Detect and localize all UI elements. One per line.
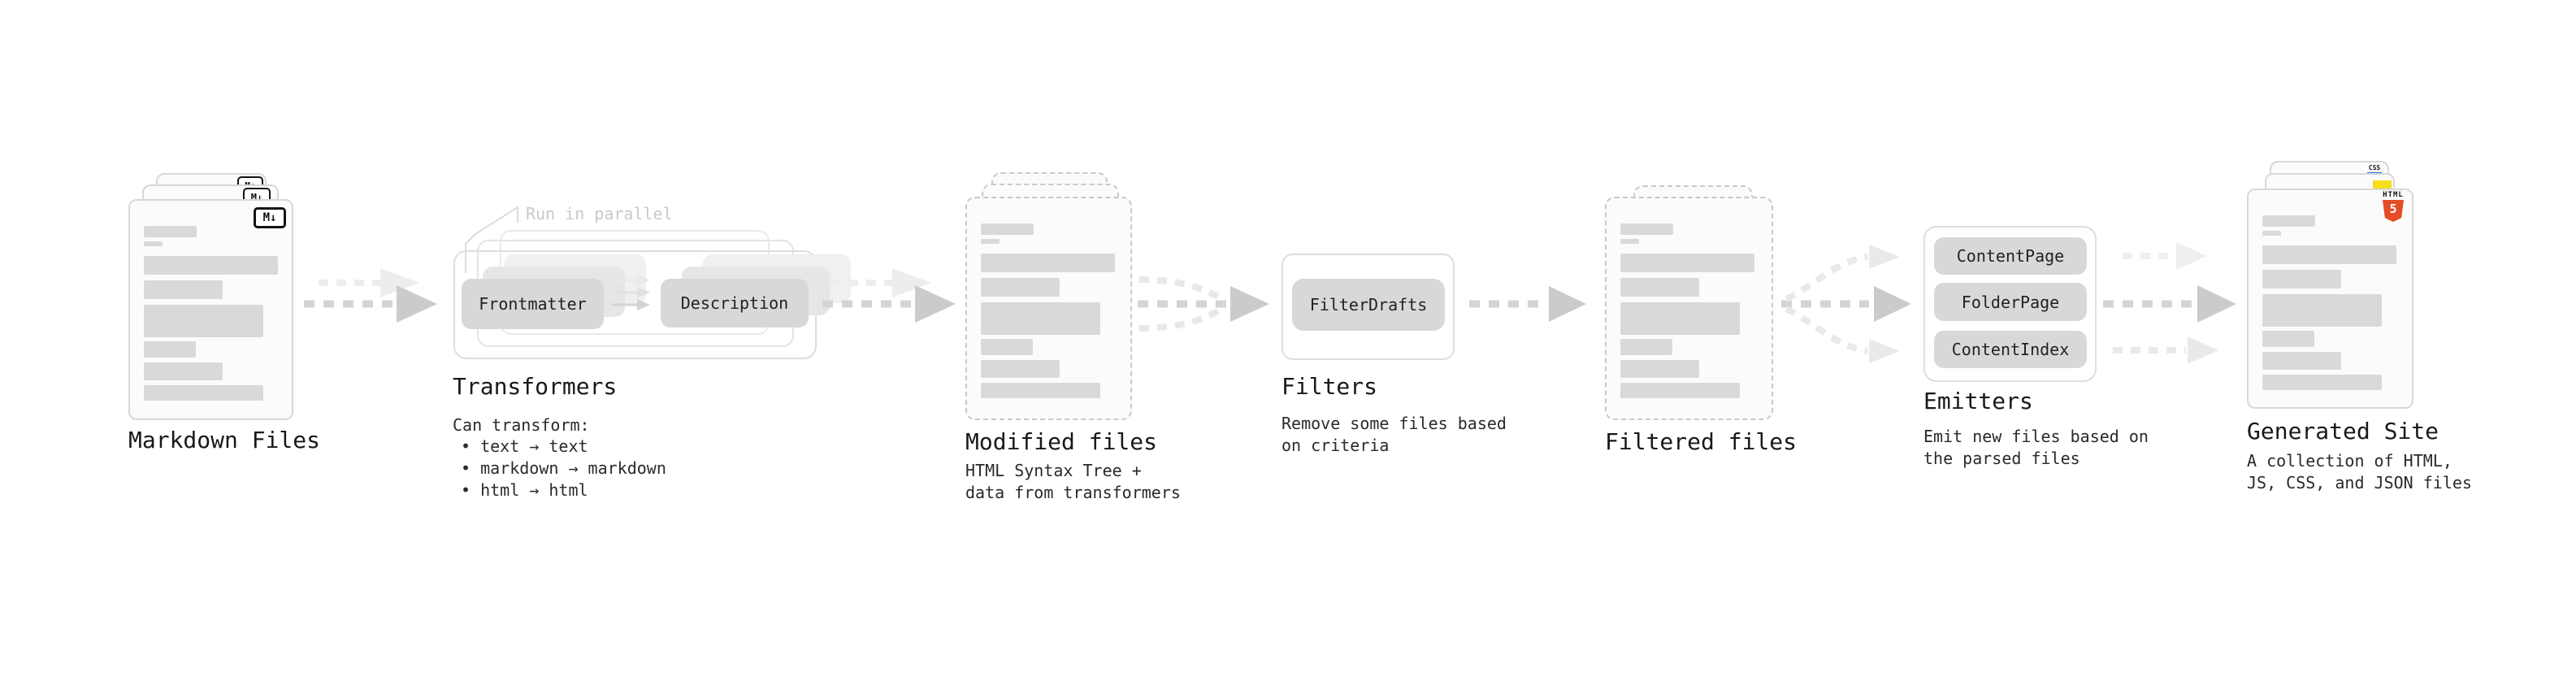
arrow-emitters-to-generated bbox=[2103, 242, 2236, 364]
modified-files-label: Modified files bbox=[965, 428, 1158, 455]
transformers-label: Transformers bbox=[453, 373, 618, 400]
generated-site-desc: A collection of HTML, JS, CSS, and JSON … bbox=[2247, 450, 2472, 494]
bullet-item: • html → html bbox=[461, 480, 588, 500]
content-placeholder-bar bbox=[1620, 360, 1699, 378]
content-placeholder-bar bbox=[144, 256, 278, 275]
modified-files-desc: HTML Syntax Tree + data from transformer… bbox=[965, 460, 1181, 504]
contentindex-box: ContentIndex bbox=[1934, 331, 2087, 368]
markdown-files-label: Markdown Files bbox=[128, 427, 321, 453]
content-placeholder-bar bbox=[981, 383, 1100, 398]
filtered-file-card bbox=[1605, 197, 1773, 420]
content-placeholder-bar bbox=[2262, 331, 2314, 347]
content-placeholder-bar bbox=[981, 239, 1000, 244]
content-placeholder-bar bbox=[1620, 339, 1672, 355]
generated-site-label: Generated Site bbox=[2247, 418, 2439, 445]
javascript-icon bbox=[2373, 180, 2392, 189]
arrow-filters-to-filtered bbox=[1469, 286, 1586, 322]
content-placeholder-bar bbox=[144, 305, 263, 337]
folderpage-box: FolderPage bbox=[1934, 283, 2087, 321]
html5-icon: HTML 5 bbox=[2381, 192, 2405, 222]
desc-line: Emit new files based on bbox=[1923, 427, 2149, 446]
emitters-container bbox=[1923, 226, 2097, 382]
content-placeholder-bar bbox=[2262, 215, 2315, 227]
filterdrafts-box: FilterDrafts bbox=[1292, 279, 1445, 331]
content-placeholder-bar bbox=[2262, 294, 2382, 327]
frontmatter-box: Frontmatter bbox=[462, 279, 604, 329]
transformers-desc-title: Can transform: bbox=[453, 415, 590, 435]
arrow-markdown-to-transformers bbox=[304, 268, 437, 323]
content-placeholder-bar bbox=[144, 226, 197, 237]
content-placeholder-bar bbox=[981, 339, 1033, 355]
content-placeholder-bar bbox=[981, 223, 1034, 235]
filters-label: Filters bbox=[1281, 373, 1378, 400]
desc-line: A collection of HTML, bbox=[2247, 451, 2452, 471]
content-placeholder-bar bbox=[1620, 254, 1754, 272]
content-placeholder-bar bbox=[2262, 231, 2281, 236]
content-placeholder-bar bbox=[981, 360, 1060, 378]
content-placeholder-bar bbox=[1620, 239, 1639, 244]
arrow-modified-to-filters bbox=[1138, 276, 1269, 332]
bullet-item: • markdown → markdown bbox=[461, 458, 666, 478]
desc-line: JS, CSS, and JSON files bbox=[2247, 473, 2472, 492]
content-placeholder-bar bbox=[1620, 302, 1740, 335]
emitters-label: Emitters bbox=[1923, 388, 2033, 414]
content-placeholder-bar bbox=[144, 280, 223, 299]
content-placeholder-bar bbox=[144, 385, 263, 401]
emitters-desc: Emit new files based on the parsed files bbox=[1923, 426, 2149, 470]
content-placeholder-bar bbox=[2262, 352, 2341, 370]
run-in-parallel-note: Run in parallel bbox=[526, 204, 673, 223]
content-placeholder-bar bbox=[2262, 245, 2396, 264]
content-placeholder-bar bbox=[1620, 223, 1673, 235]
content-placeholder-bar bbox=[981, 254, 1115, 272]
content-placeholder-bar bbox=[981, 278, 1060, 297]
content-placeholder-bar bbox=[144, 362, 223, 380]
filters-container bbox=[1281, 254, 1455, 360]
content-placeholder-bar bbox=[1620, 278, 1699, 297]
html5-icon-shield: 5 bbox=[2383, 200, 2404, 222]
content-placeholder-bar bbox=[981, 302, 1100, 335]
transformers-bullets: • text → text • markdown → markdown • ht… bbox=[461, 436, 666, 501]
markdown-file-card: M↓ bbox=[128, 199, 293, 420]
contentpage-box: ContentPage bbox=[1934, 237, 2087, 275]
desc-line: Remove some files based bbox=[1281, 414, 1507, 433]
css-icon-text: CSS bbox=[2368, 164, 2381, 171]
desc-line: the parsed files bbox=[1923, 449, 2080, 468]
bullet-item: • text → text bbox=[461, 436, 588, 456]
filters-desc: Remove some files based on criteria bbox=[1281, 413, 1507, 457]
markdown-icon: M↓ bbox=[254, 207, 286, 228]
desc-line: on criteria bbox=[1281, 436, 1390, 455]
description-box: Description bbox=[661, 279, 809, 327]
generated-file-card: HTML 5 bbox=[2247, 189, 2413, 409]
filtered-files-label: Filtered files bbox=[1605, 428, 1798, 455]
content-placeholder-bar bbox=[144, 241, 163, 246]
html5-icon-number: 5 bbox=[2389, 202, 2397, 216]
html5-icon-word: HTML bbox=[2383, 191, 2404, 199]
content-placeholder-bar bbox=[2262, 375, 2382, 390]
desc-line: data from transformers bbox=[965, 483, 1181, 502]
content-placeholder-bar bbox=[144, 341, 196, 358]
content-placeholder-bar bbox=[2262, 270, 2341, 288]
arrow-filtered-to-emitters bbox=[1781, 245, 1911, 363]
modified-file-card bbox=[965, 197, 1132, 420]
desc-line: HTML Syntax Tree + bbox=[965, 461, 1142, 480]
content-placeholder-bar bbox=[1620, 383, 1740, 398]
